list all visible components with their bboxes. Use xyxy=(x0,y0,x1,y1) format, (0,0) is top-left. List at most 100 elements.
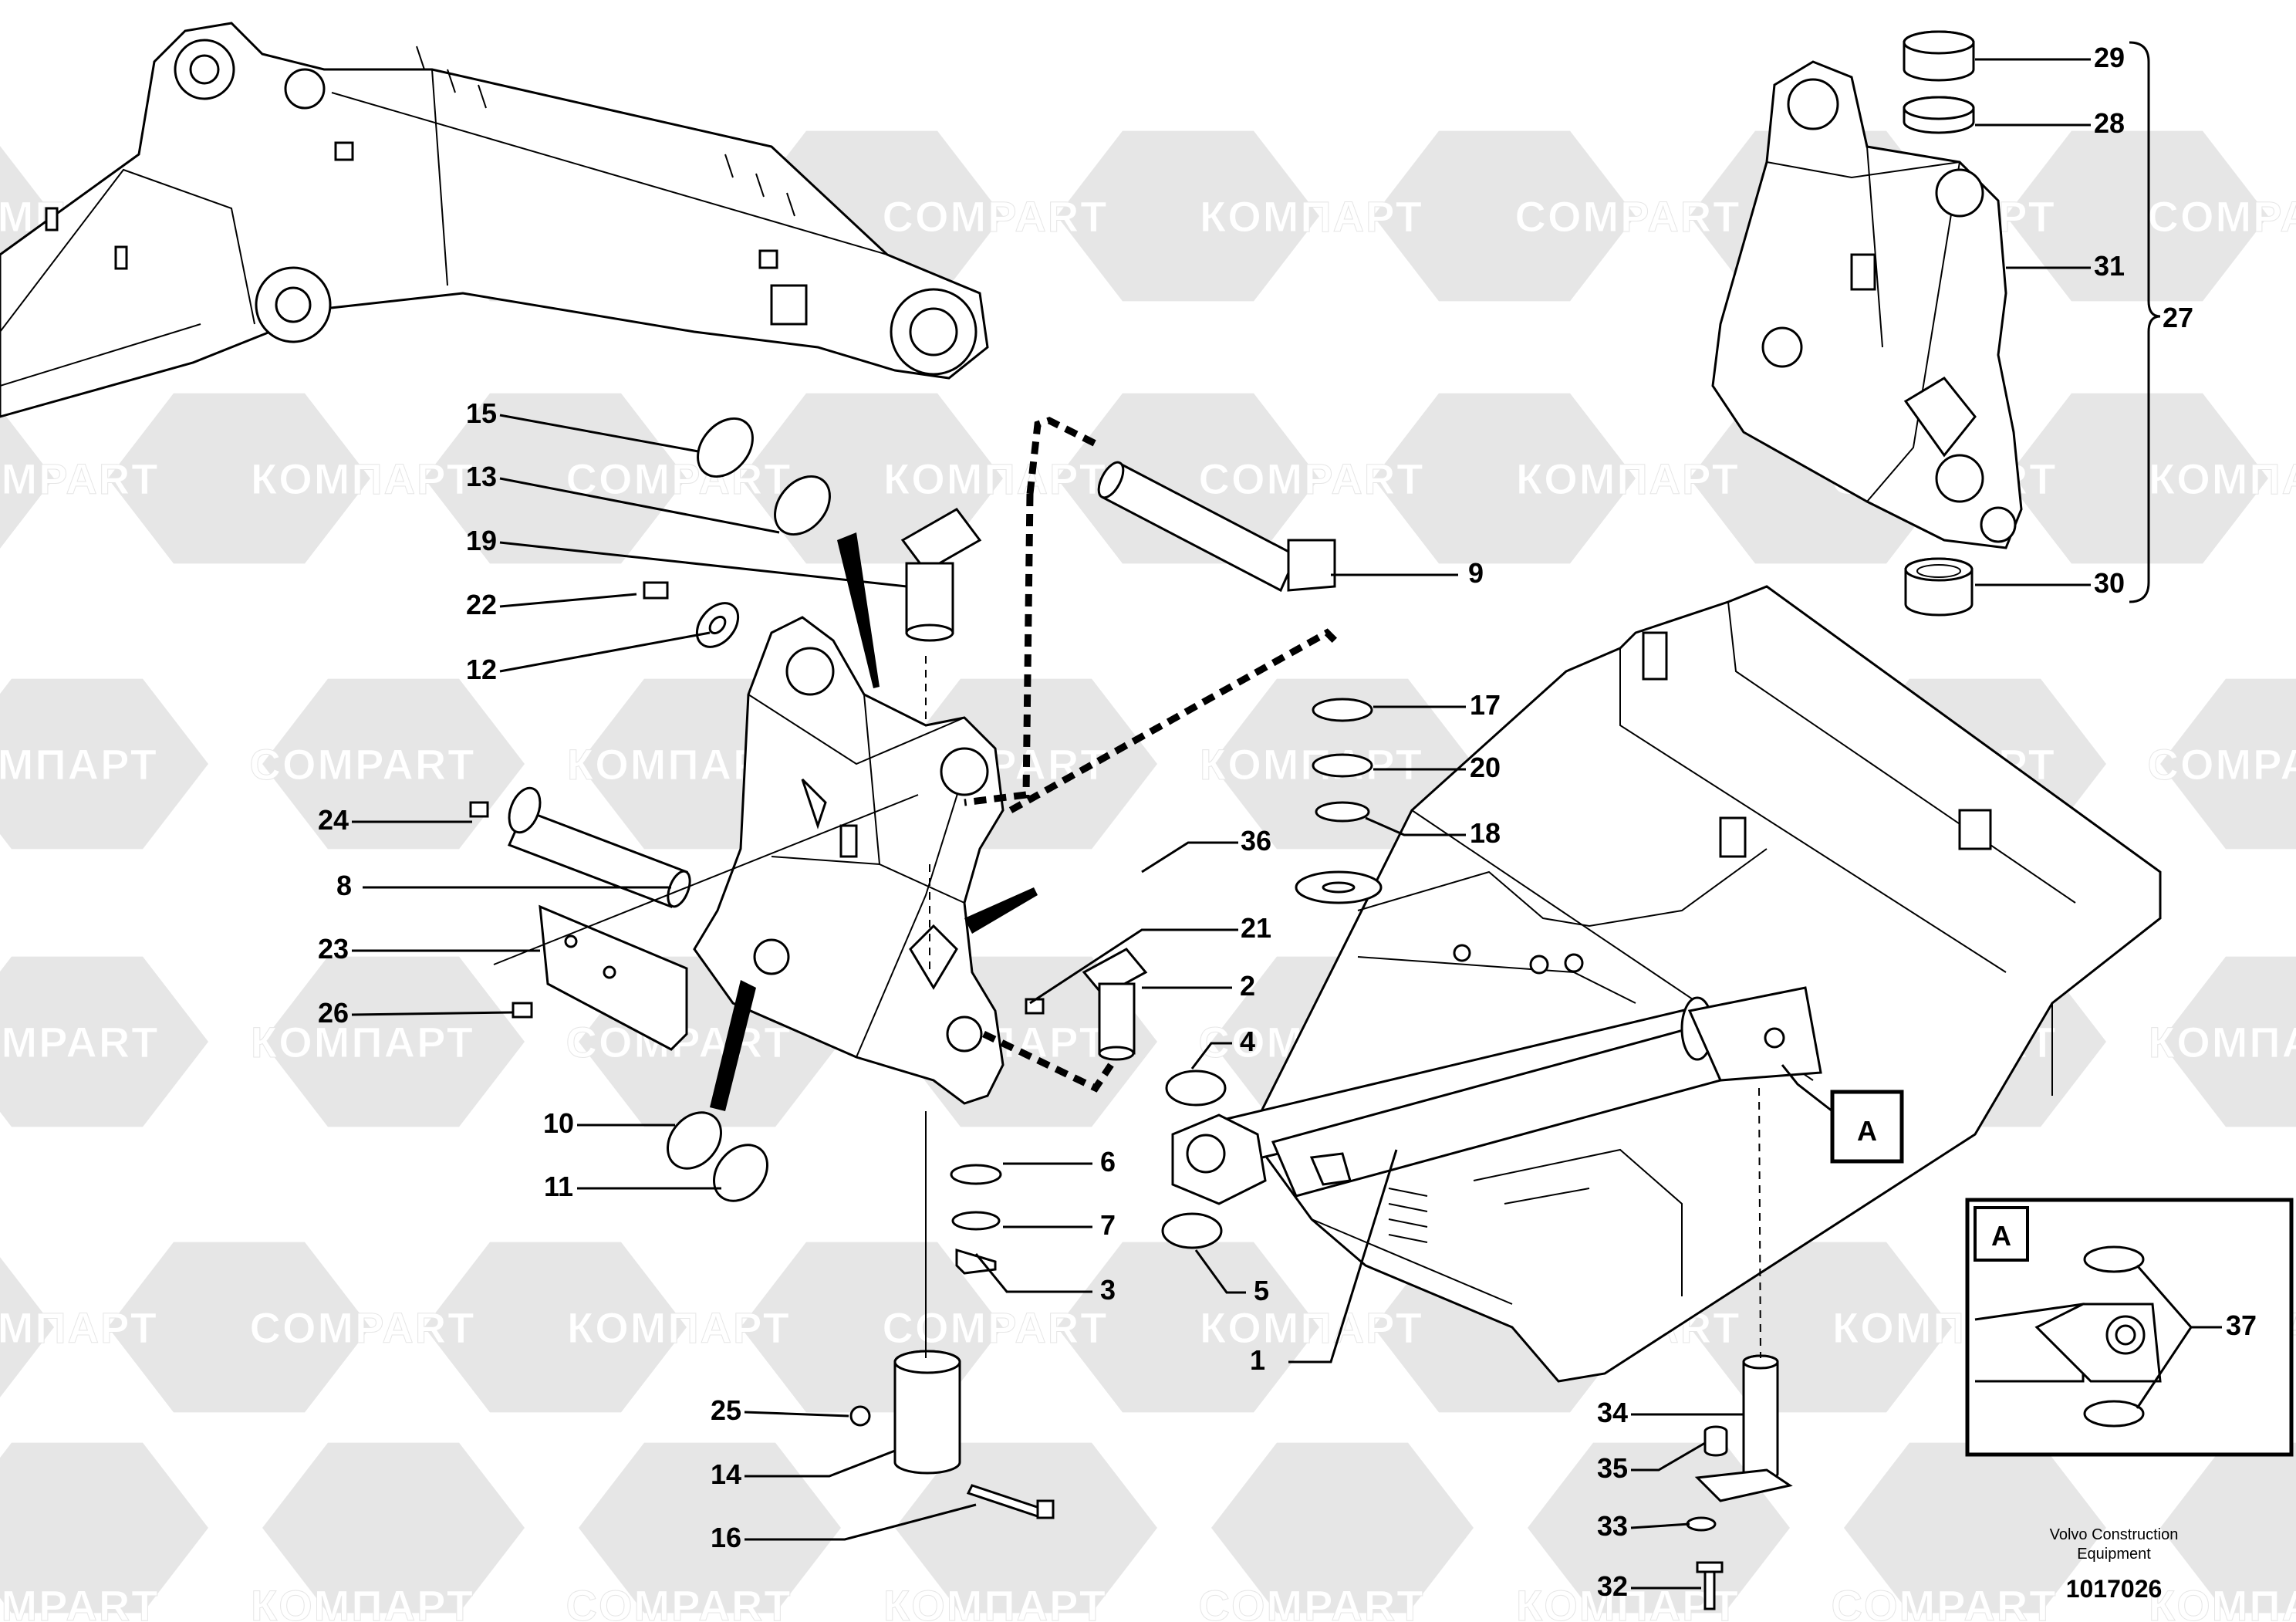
callout-30: 30 xyxy=(2094,567,2125,599)
callout-26: 26 xyxy=(318,997,349,1029)
plate-23 xyxy=(539,904,688,1051)
watermark-text: COMPART xyxy=(883,192,1109,241)
watermark-text: COMPART xyxy=(1515,192,1741,241)
callout-31: 31 xyxy=(2094,250,2125,282)
detail-view-a-label: A xyxy=(1991,1220,2011,1252)
callout-leader-33 xyxy=(1630,1522,1690,1529)
detail-marker-a: A xyxy=(1781,1064,1904,1164)
callout-leader-13 xyxy=(499,477,780,534)
watermark-text: КОМПАРТ xyxy=(883,454,1107,503)
callout-18: 18 xyxy=(1470,817,1501,849)
watermark-hexagon xyxy=(424,393,687,564)
callout-leader-14 xyxy=(745,1449,896,1478)
pin-8 xyxy=(507,786,691,908)
swing-bracket-top-right xyxy=(1711,60,2023,549)
callout-leader-3 xyxy=(974,1253,1092,1293)
detail-marker-a-label: A xyxy=(1857,1115,1877,1147)
callout-leader-18 xyxy=(1365,816,1466,836)
watermark-hexagon xyxy=(262,1442,525,1614)
detail-view-a: A xyxy=(1965,1198,2294,1457)
watermark-text: COMPART xyxy=(566,454,792,503)
callout-leader-12 xyxy=(499,631,711,673)
pin-14 xyxy=(893,1350,961,1475)
watermark-text: КОМПАРТ xyxy=(2149,1018,2296,1066)
watermark-hexagon xyxy=(1373,393,1636,564)
watermark-hexagon xyxy=(2160,956,2296,1127)
callout-2: 2 xyxy=(1240,970,1255,1002)
callout-34: 34 xyxy=(1597,1397,1628,1428)
watermark-text: КОМПАРТ xyxy=(1516,1581,1740,1622)
callout-9: 9 xyxy=(1468,557,1484,589)
callout-23: 23 xyxy=(318,933,349,965)
watermark-hexagon xyxy=(1844,1442,2106,1614)
callout-leader-37 xyxy=(2136,1265,2222,1409)
watermark-text: КОМПАРТ xyxy=(2149,1581,2296,1622)
watermark-hexagon xyxy=(1057,130,1319,302)
watermark-text: COMPART xyxy=(0,1018,159,1066)
watermark-hexagon xyxy=(0,956,208,1127)
callout-leader-4 xyxy=(1190,1042,1232,1070)
watermark-hexagon xyxy=(1373,130,1636,302)
watermark-hexagon xyxy=(1211,1442,1474,1614)
callout-21: 21 xyxy=(1241,912,1271,944)
callout-22: 22 xyxy=(466,589,497,620)
callout-leader-21 xyxy=(1029,928,1238,1005)
callout-leader-36 xyxy=(1141,841,1238,874)
watermark-text: КОМПАРТ xyxy=(567,1303,791,1352)
callout-28: 28 xyxy=(2094,107,2125,139)
watermark-text: COMPART xyxy=(1199,454,1425,503)
watermark-text: КОМПАРТ xyxy=(1200,1303,1423,1352)
callout-8: 8 xyxy=(336,870,352,901)
boom-drawing xyxy=(0,22,989,418)
footer: Volvo Construction Equipment 1017026 xyxy=(2050,1526,2179,1603)
pin-9 xyxy=(1097,461,1336,593)
cylinder-1 xyxy=(1171,986,1822,1205)
watermark-text: COMPART xyxy=(1832,1581,2058,1622)
watermark-hexagon xyxy=(0,1442,208,1614)
callout-leader-16 xyxy=(745,1503,977,1541)
callout-6: 6 xyxy=(1100,1146,1116,1178)
callout-leader-26 xyxy=(351,1011,514,1016)
pin-2 xyxy=(1082,948,1148,1061)
callout-leader-19 xyxy=(499,541,907,588)
callout-5: 5 xyxy=(1254,1275,1269,1306)
watermark-text: КОМПАРТ xyxy=(1200,192,1423,241)
callout-leader-15 xyxy=(499,414,699,453)
callout-leader-1 xyxy=(1288,1149,1398,1363)
callout-15: 15 xyxy=(466,397,497,429)
callout-19: 19 xyxy=(466,525,497,556)
watermark-hexagon xyxy=(108,393,370,564)
bushing-28 xyxy=(1903,96,1975,134)
swing-bracket-center xyxy=(693,616,1004,1105)
wedge-indicators xyxy=(710,532,1038,1111)
watermark-text: КОМПАРТ xyxy=(251,454,474,503)
callout-27: 27 xyxy=(2163,302,2193,333)
callout-leader-25 xyxy=(744,1411,849,1418)
watermark-hexagon xyxy=(424,1242,687,1413)
watermark-hexagon xyxy=(0,408,54,549)
watermark-text: COMPART xyxy=(0,1581,159,1622)
callout-leader-22 xyxy=(499,593,637,608)
pin-34 xyxy=(1694,1354,1793,1502)
callout-11: 11 xyxy=(544,1171,573,1202)
watermark-text: COMPART xyxy=(883,1303,1109,1352)
watermark-hexagon xyxy=(2160,1442,2296,1614)
callout-17: 17 xyxy=(1470,689,1501,721)
watermark-hexagon xyxy=(0,1257,54,1397)
callout-25: 25 xyxy=(711,1394,741,1426)
callout-13: 13 xyxy=(466,461,497,492)
watermark-text: КОМПАРТ xyxy=(1516,454,1740,503)
watermark-hexagon xyxy=(2006,393,2268,564)
watermark-text: COMPART xyxy=(566,1581,792,1622)
callout-layer: 1234567891011121314151617181920212223242… xyxy=(318,42,2257,1602)
watermark-hexagon xyxy=(262,678,525,850)
callout-37: 37 xyxy=(2226,1309,2257,1341)
callout-12: 12 xyxy=(466,654,497,685)
manufacturer-line-2: Equipment xyxy=(2077,1546,2151,1563)
watermark-hexagon xyxy=(0,678,208,850)
callout-32: 32 xyxy=(1597,1570,1628,1602)
bushing-29 xyxy=(1903,30,1975,82)
watermark-text: COMPART xyxy=(2148,740,2296,789)
pin-19 xyxy=(900,508,982,642)
